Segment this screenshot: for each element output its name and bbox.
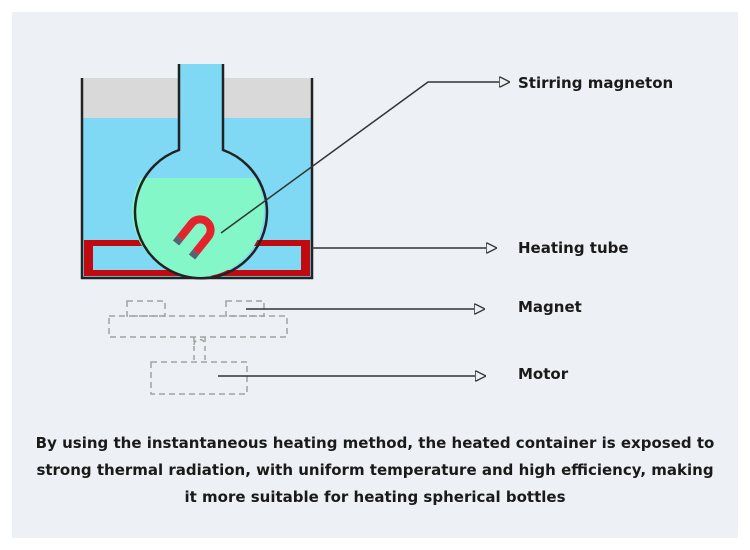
diagram-panel: Stirring magneton Heating tube Magnet Mo… xyxy=(12,12,738,538)
motor-dashed xyxy=(150,361,248,395)
stirring-magneton-horseshoe xyxy=(172,215,215,260)
label-motor: Motor xyxy=(518,365,569,383)
shaft-dashed xyxy=(193,337,206,362)
magnet-dashed-parts xyxy=(108,300,288,338)
label-stirring-magneton: Stirring magneton xyxy=(518,74,674,92)
label-heating-tube: Heating tube xyxy=(518,239,629,257)
leader-stirring-magneton xyxy=(220,82,509,234)
leader-lines xyxy=(218,82,509,376)
caption-text: By using the instantaneous heating metho… xyxy=(35,434,715,506)
magnetic-stirrer-diagram xyxy=(80,64,738,395)
label-magnet: Magnet xyxy=(518,298,582,316)
